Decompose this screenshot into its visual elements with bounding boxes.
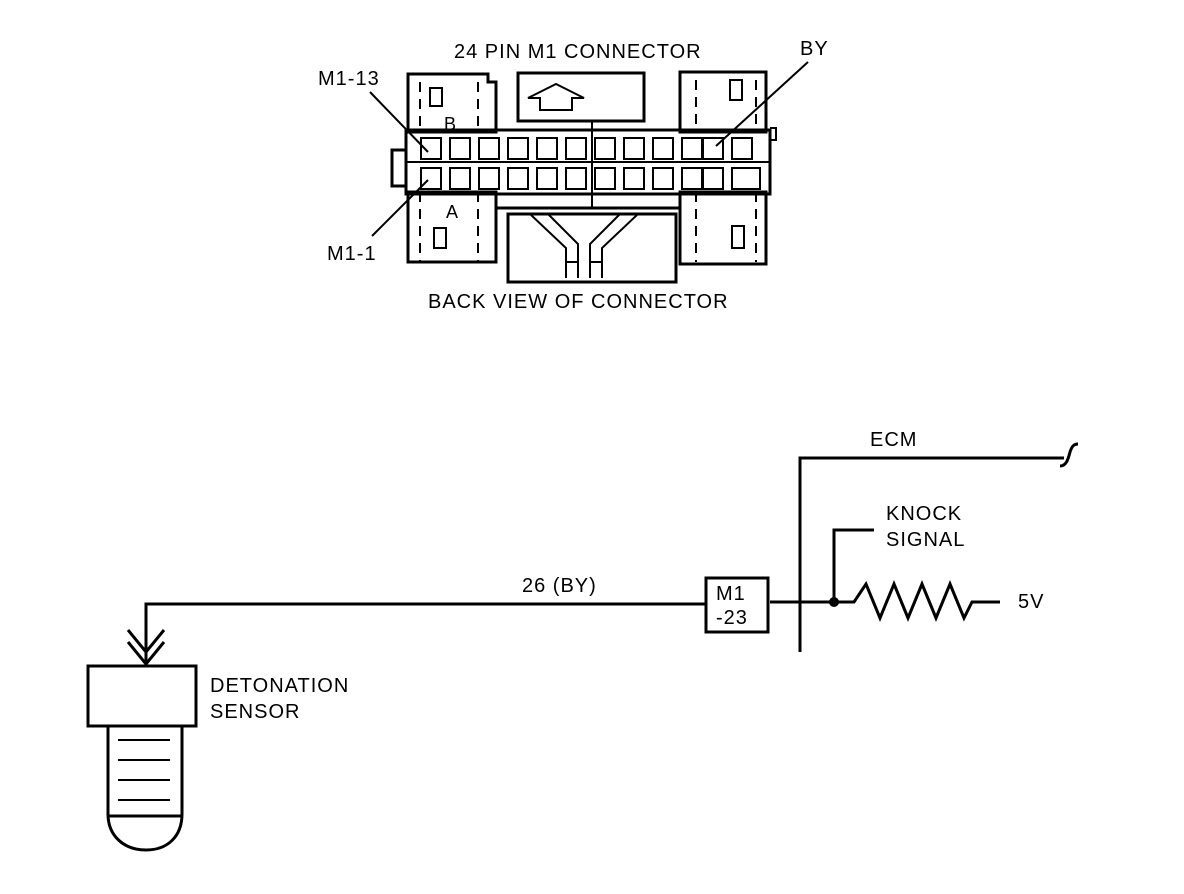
wire-boot (506, 212, 678, 284)
wire-color-label: BY (800, 38, 829, 60)
connector-drawing: 24 PIN M1 CONNECTOR BY M1-13 M1-1 BACK V… (318, 38, 829, 313)
connector-caption: BACK VIEW OF CONNECTOR (428, 291, 729, 313)
knock-label-line2: SIGNAL (886, 529, 965, 551)
leader-m1-13 (369, 91, 429, 153)
pin-23-highlight (702, 137, 724, 160)
voltage-label: 5V (1018, 591, 1044, 613)
right-latch-bottom (678, 190, 768, 266)
knock-label-line1: KNOCK (886, 503, 962, 525)
connector-key-housing (516, 71, 646, 123)
arrow-up-icon (527, 82, 585, 111)
knock-signal-tap (832, 528, 874, 602)
sensor-label-line2: SENSOR (210, 701, 300, 723)
ecm-boundary (798, 456, 1064, 652)
sensor-label-line1: DETONATION (210, 675, 349, 697)
arrowhead-outer (126, 629, 166, 655)
right-latch-top (678, 70, 768, 134)
leader-m1-1 (371, 179, 429, 237)
leader-by (715, 61, 809, 147)
ecm-label: ECM (870, 429, 917, 451)
signal-wire (144, 602, 706, 662)
wire-label: 26 (BY) (522, 575, 597, 597)
pullup-resistor (770, 580, 1000, 622)
terminal-label-line1: M1 (716, 583, 746, 605)
pin-bottom-label: M1-1 (327, 243, 377, 265)
pin-top-label: M1-13 (318, 68, 380, 90)
terminal-label-line2: -23 (716, 607, 748, 629)
row-a-label: A (446, 202, 459, 222)
left-latch-bottom (406, 190, 498, 264)
pin-cavities (420, 137, 761, 190)
arrowhead-inner (126, 641, 166, 667)
detonation-sensor-icon (86, 664, 198, 852)
connector-title: 24 PIN M1 CONNECTOR (454, 41, 702, 63)
circuit-schematic: ECM KNOCK SIGNAL 5V M1 -23 26 (BY) D (86, 429, 1079, 852)
